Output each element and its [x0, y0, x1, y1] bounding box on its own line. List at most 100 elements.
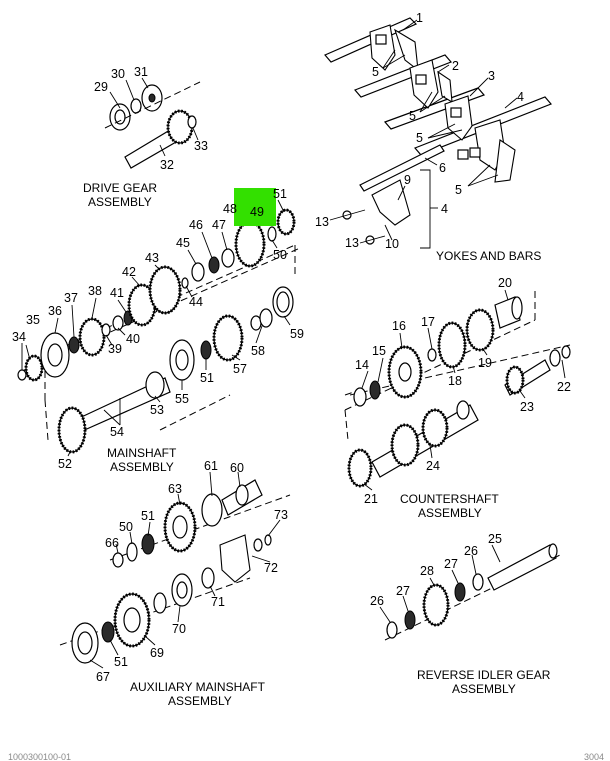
auxiliary-mainshaft-group — [59, 471, 291, 669]
callout-57: 57 — [233, 362, 247, 376]
callout-9: 9 — [404, 173, 411, 187]
callout-72: 72 — [264, 561, 278, 575]
caption-reverse-idler-1: REVERSE IDLER GEAR — [417, 668, 551, 682]
caption-reverse-idler-2: ASSEMBLY — [452, 682, 516, 696]
callout-51: 51 — [200, 371, 214, 385]
washer-34 — [17, 369, 27, 381]
callout-44: 44 — [189, 295, 203, 309]
callout-27: 27 — [396, 584, 410, 598]
yoke-fork-3 — [444, 95, 473, 141]
gear-71-pinion — [201, 567, 215, 589]
caption-drive-gear-1: DRIVE GEAR — [83, 181, 157, 195]
clutch-70 — [153, 592, 167, 614]
bearing-27b — [454, 582, 466, 602]
callout-17: 17 — [421, 315, 435, 329]
callout-15: 15 — [372, 344, 386, 358]
sleeve-45 — [191, 262, 205, 282]
yokes-and-bars-group — [324, 17, 553, 249]
callout-49[interactable]: 49 — [250, 205, 264, 219]
snap-ring-33 — [187, 115, 197, 129]
callout-50: 50 — [119, 520, 133, 534]
ring-58 — [259, 308, 273, 328]
callout-26: 26 — [370, 594, 384, 608]
callout-6: 6 — [439, 161, 446, 175]
bearing-51b — [200, 340, 212, 360]
washer-26a — [386, 621, 398, 639]
footer-doc-id: 1000300100-01 — [8, 752, 71, 761]
callout-45: 45 — [176, 236, 190, 250]
callout-5: 5 — [455, 183, 462, 197]
countershaft-group — [344, 289, 571, 491]
sleeve-53-hub — [145, 371, 165, 399]
callout-51: 51 — [141, 509, 155, 523]
yoke-fork-4b — [494, 139, 516, 183]
callout-32: 32 — [160, 158, 174, 172]
callout-22: 22 — [557, 380, 571, 394]
callout-67: 67 — [96, 670, 110, 684]
caption-countershaft-1: COUNTERSHAFT — [400, 492, 499, 506]
caption-yokes-bars: YOKES AND BARS — [436, 249, 541, 263]
yoke-fork-2b — [437, 70, 453, 104]
callout-51: 51 — [114, 655, 128, 669]
reverse-idler-group — [379, 543, 561, 641]
callout-47: 47 — [212, 218, 226, 232]
callout-40: 40 — [126, 332, 140, 346]
callout-18: 18 — [448, 374, 462, 388]
ring-50b — [126, 542, 138, 562]
yoke-72 — [219, 534, 251, 583]
callout-10: 10 — [385, 237, 399, 251]
callout-46: 46 — [189, 218, 203, 232]
fork-block-4 — [457, 149, 469, 160]
callout-25: 25 — [488, 532, 502, 546]
callout-50: 50 — [273, 248, 287, 262]
mainshaft-group — [17, 199, 301, 457]
callout-27: 27 — [444, 557, 458, 571]
drive-gear-group — [104, 77, 201, 169]
callout-71: 71 — [211, 595, 225, 609]
interlock-bracket — [371, 179, 411, 226]
shift-bar-6 — [359, 144, 445, 192]
ring-40 — [112, 315, 124, 331]
callout-51: 51 — [273, 187, 287, 201]
callout-1: 1 — [416, 11, 423, 25]
washer-50a — [267, 226, 277, 242]
bearing-22 — [549, 349, 561, 367]
highlight-box-49[interactable] — [234, 188, 276, 226]
bearing-15 — [369, 380, 381, 400]
callout-26: 26 — [464, 544, 478, 558]
callout-48: 48 — [223, 202, 237, 216]
callout-21: 21 — [364, 492, 378, 506]
fork-block-5 — [469, 147, 481, 158]
caption-countershaft-2: ASSEMBLY — [418, 506, 482, 520]
callout-66: 66 — [105, 536, 119, 550]
section-captions: DRIVE GEAR ASSEMBLY YOKES AND BARS MAINS… — [83, 181, 551, 708]
idler-shaft-end — [548, 543, 558, 559]
callout-14: 14 — [355, 358, 369, 372]
nut-31-hole — [148, 93, 156, 103]
bearing-46 — [208, 256, 220, 274]
callout-63: 63 — [168, 482, 182, 496]
caption-drive-gear-2: ASSEMBLY — [88, 195, 152, 209]
caption-mainshaft-2: ASSEMBLY — [110, 460, 174, 474]
callout-2: 2 — [452, 59, 459, 73]
callout-73: 73 — [274, 508, 288, 522]
callout-54: 54 — [110, 425, 124, 439]
callout-labels: 1 5 2 3 5 4 5 6 5 9 4 13 13 10 29 30 31 … — [12, 11, 571, 684]
gear-19 — [466, 309, 494, 351]
callout-30: 30 — [111, 67, 125, 81]
bearing-51c — [141, 533, 155, 555]
callout-13: 13 — [345, 236, 359, 250]
footer-page-code: 3004 — [584, 752, 604, 761]
callout-4: 4 — [517, 90, 524, 104]
idler-shaft-25 — [487, 544, 557, 591]
callout-60: 60 — [230, 461, 244, 475]
caption-auxiliary-1: AUXILIARY MAINSHAFT — [130, 680, 266, 694]
ring-47 — [221, 248, 235, 268]
callout-5: 5 — [409, 109, 416, 123]
callout-61: 61 — [204, 459, 218, 473]
callout-52: 52 — [58, 457, 72, 471]
callout-70: 70 — [172, 622, 186, 636]
callout-43: 43 — [145, 251, 159, 265]
bearing-37 — [68, 336, 80, 354]
